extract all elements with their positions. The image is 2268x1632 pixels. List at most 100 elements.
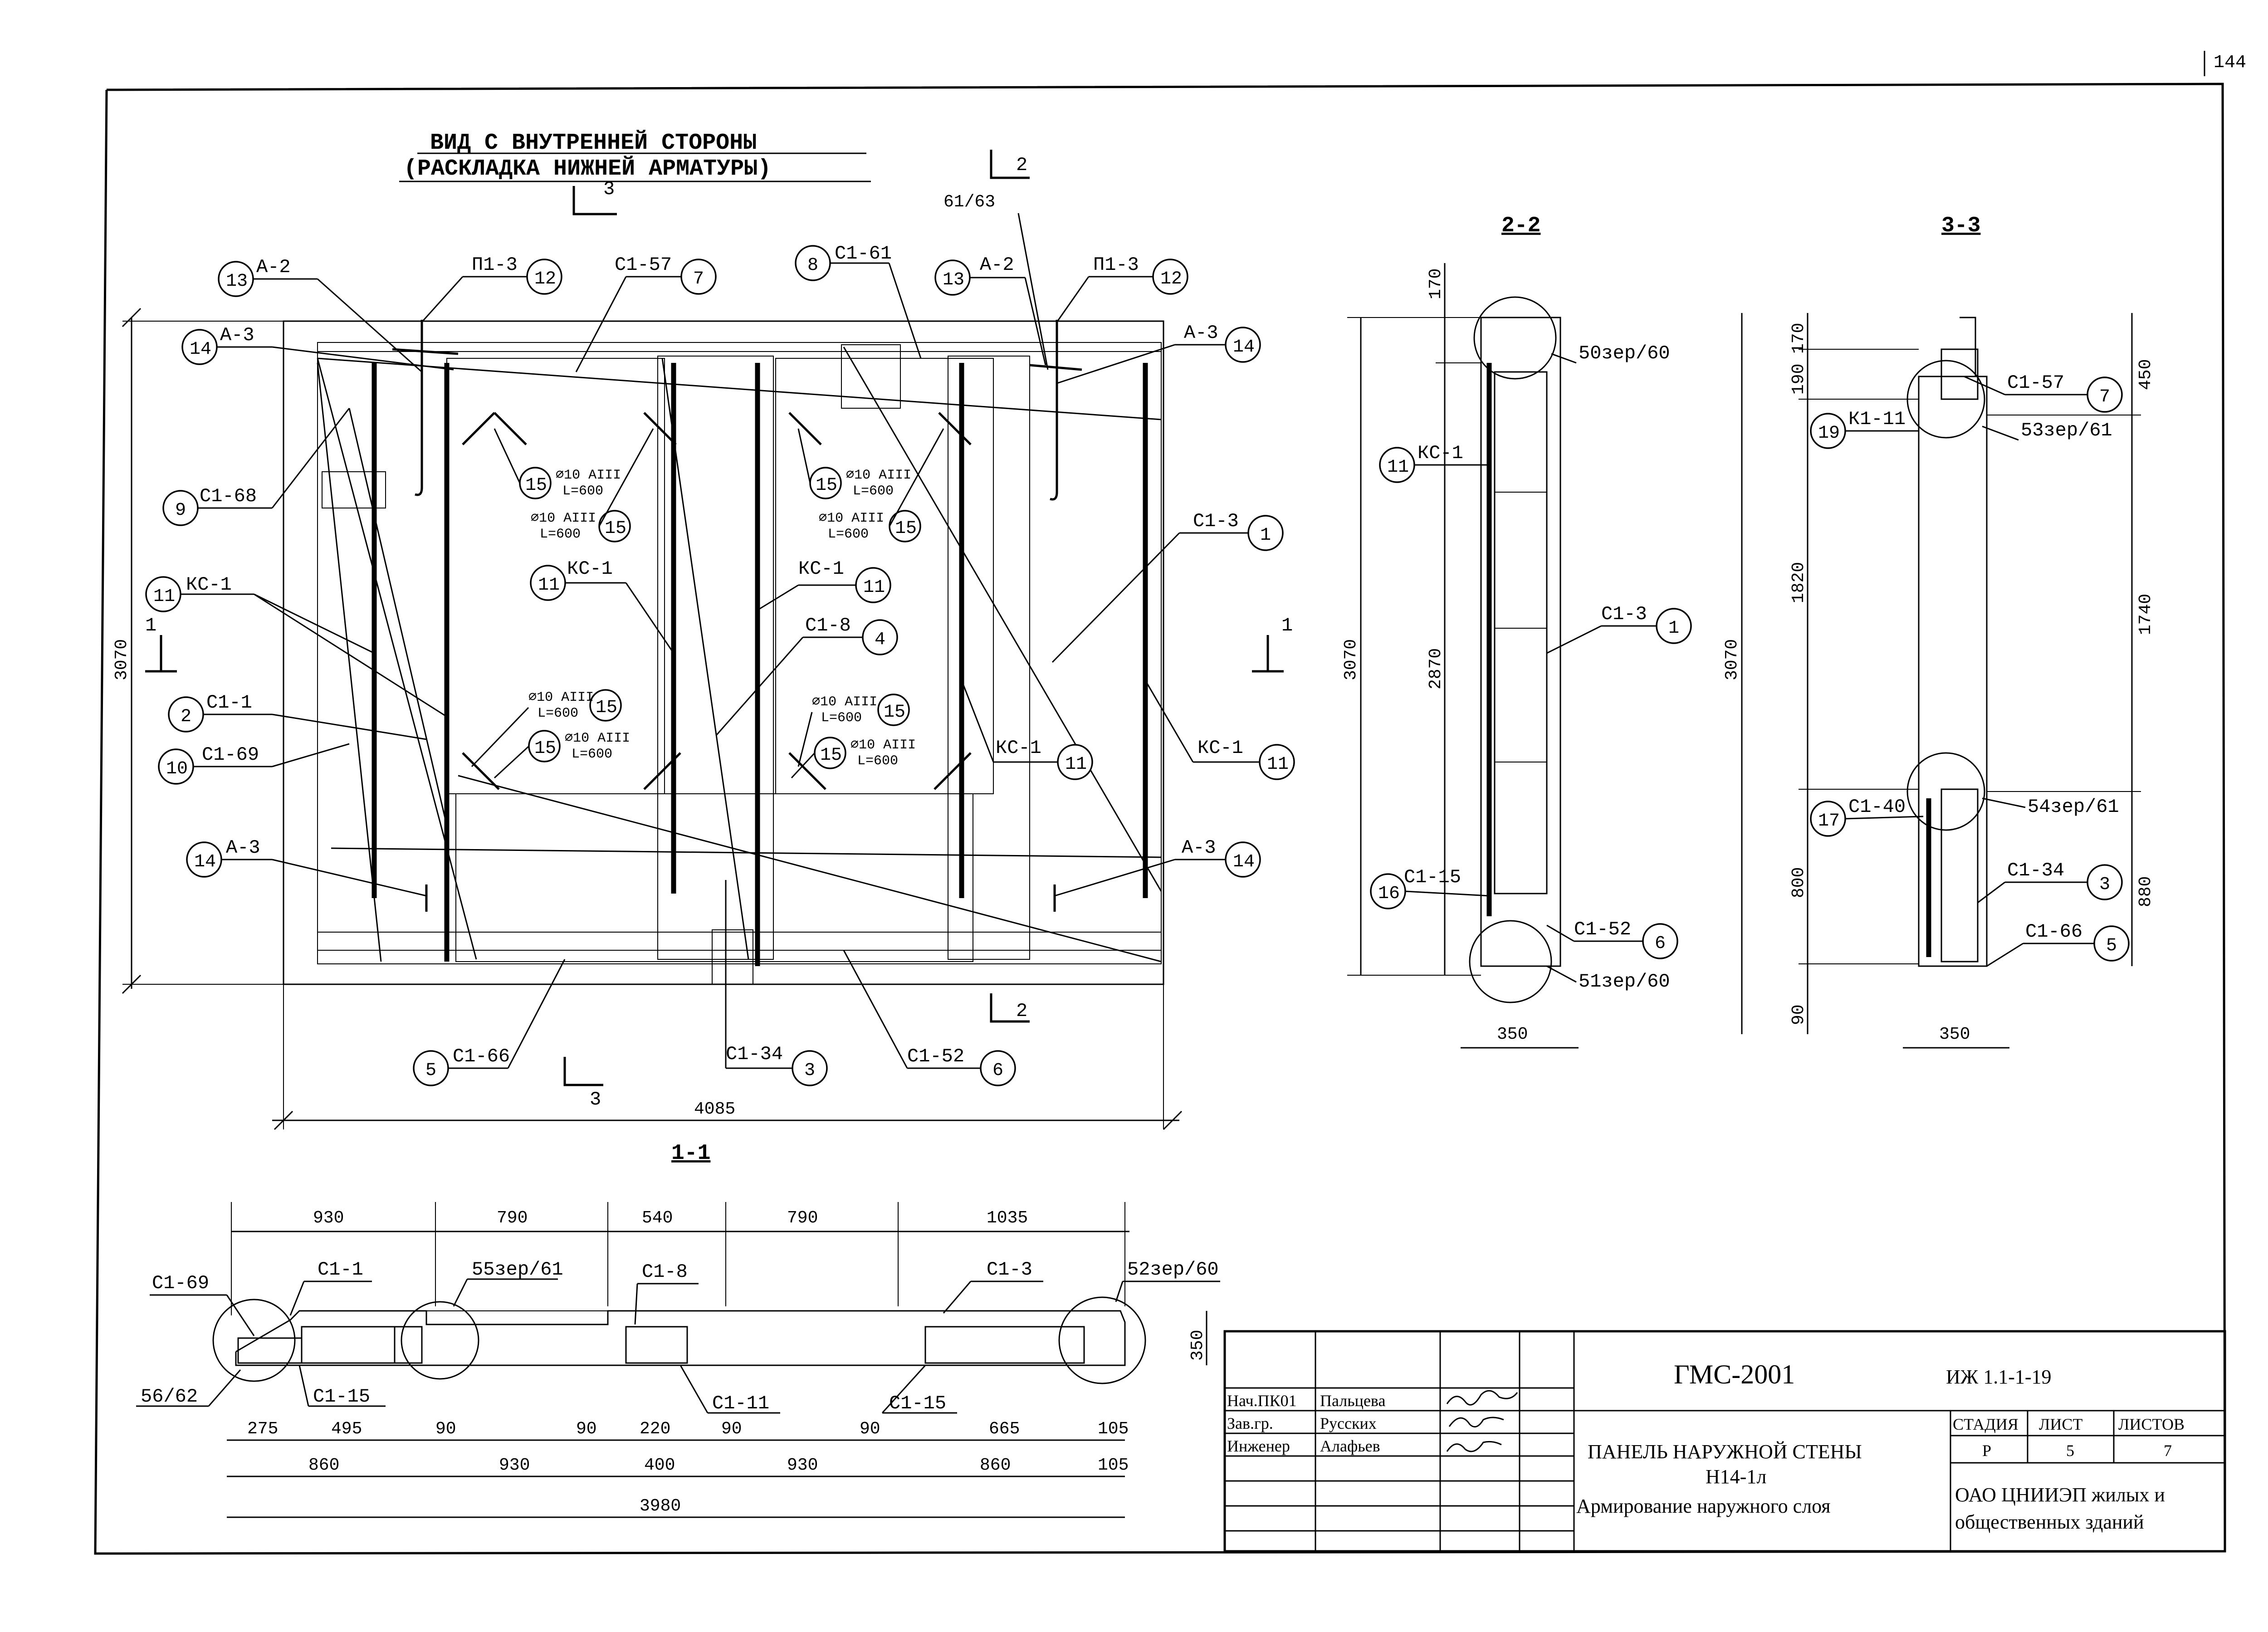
svg-text:С1-61: С1-61 [835,243,892,264]
section-3-3: 3-3 170 190 1820 800 90 3070 450 1740 88… [1722,214,2156,1049]
dim-3070: 3070 [1722,639,1742,680]
diagonal-wire [317,362,382,962]
label-c1-11: С1-11 [712,1393,769,1414]
callout-6-c1-52: 6 С1-52 [843,950,1016,1086]
corner-bar [462,752,500,790]
dim: 930 [313,1208,344,1228]
dim: 860 [980,1456,1011,1475]
svg-text:19: 19 [1818,423,1840,444]
svg-text:С1-57: С1-57 [615,254,672,276]
svg-text:С1-52: С1-52 [907,1046,964,1067]
label-c1-69: С1-69 [152,1272,209,1294]
pier-middle [657,356,774,960]
section-2-2: 2-2 170 2870 3070 350 50зер/60 51зер/60 … [1341,214,1692,1049]
org-line-1: ОАО ЦНИИЭП жилых и [1955,1484,2165,1506]
svg-text:3: 3 [2099,875,2110,895]
svg-text:L=600: L=600 [540,527,581,542]
page-number: 144 [2214,53,2246,73]
svg-text:15: 15 [820,745,842,766]
name-3: Алафьев [1320,1437,1380,1455]
svg-text:11: 11 [1267,754,1289,775]
dim-2870: 2870 [1426,648,1446,689]
node-54: 54зер/61 [2028,796,2119,818]
section-1-1-outline [235,1310,1126,1366]
bar-label-15: 15 ⌀10 АIII L=600 [819,428,944,542]
insul-gap [394,1326,423,1364]
leader [881,1364,926,1414]
callout-11-kc1-left: 11 КС-1 [145,574,447,718]
callout-3-c1-34: 3 С1-34 [725,880,828,1086]
callout-1-c1-3-sec22: 1 С1-3 [1546,603,1692,654]
doc-code: ГМС-2001 [1674,1359,1795,1389]
svg-text:КС-1: КС-1 [1418,442,1463,464]
svg-text:12: 12 [1160,269,1182,289]
svg-text:А-2: А-2 [256,256,291,278]
svg-text:14: 14 [1233,852,1255,872]
label-55: 55зер/61 [472,1259,563,1280]
svg-text:3: 3 [590,1089,601,1110]
callout-5-c1-66: 5 С1-66 [413,959,566,1086]
bar-label-15: 15 ⌀10 АIII L=600 [471,689,622,767]
section-1-1-title: 1-1 [671,1141,710,1166]
leader [943,1281,972,1314]
callout-4-c1-8: 4 С1-8 [716,615,898,735]
svg-text:15: 15 [816,475,837,496]
role-3: Инженер [1227,1437,1290,1455]
node-circle [1906,752,1985,831]
dim: 930 [499,1456,530,1475]
svg-text:2: 2 [1016,154,1027,176]
leader [679,1365,709,1413]
svg-text:11: 11 [538,575,560,596]
svg-text:14: 14 [1233,337,1255,357]
view-callouts: 13 А-2 12 П1-3 7 С1-57 8 С1-61 13 А-2 [145,243,1295,1086]
svg-text:13: 13 [226,271,248,292]
inner-view: ВИД С ВНУТРЕННЕЙ СТОРОНЫ (РАСКЛАДКА НИЖН… [112,130,1293,1130]
role-2: Зав.гр. [1227,1414,1273,1432]
dim: 90 [435,1419,456,1439]
dim-170: 170 [1789,323,1809,354]
dim: 105 [1098,1456,1129,1475]
svg-text:7: 7 [2099,387,2110,407]
leader [298,1365,309,1407]
svg-text:2: 2 [181,707,191,727]
bar-label-15: 15 ⌀10 АIII L=600 [797,694,910,767]
svg-text:15: 15 [534,738,556,759]
section-3-3-bottom-insul [1941,788,1979,963]
panel-title-1: ПАНЕЛЬ НАРУЖНОЙ СТЕНЫ [1588,1441,1862,1463]
callout-16-c1-15-sec22: 16 С1-15 [1370,866,1490,909]
svg-text:А-3: А-3 [1184,322,1218,344]
svg-text:1: 1 [1260,525,1271,546]
hook-p1-3-left [415,320,423,496]
cut-mark-3-top: 3 [572,178,617,215]
sheet-value: 5 [2066,1441,2074,1460]
node-50: 50зер/60 [1579,342,1670,364]
svg-text:3: 3 [804,1060,815,1081]
dim-height: 3070 [112,639,132,680]
svg-text:⌀10 АIII: ⌀10 АIII [850,738,916,753]
leader [289,1281,305,1316]
insul-left [237,1337,303,1364]
svg-text:6: 6 [1655,933,1666,954]
label-c1-1: С1-1 [318,1259,363,1280]
corner-bar [643,752,681,790]
dim: 930 [787,1456,818,1475]
stage-value: Р [1982,1441,1991,1460]
leader [1546,965,1577,983]
corner-bar [934,752,972,790]
leader [453,1279,468,1307]
diagonal-wire [317,357,1162,420]
svg-text:2: 2 [1016,1000,1027,1022]
svg-text:С1-15: С1-15 [1404,866,1461,888]
org-line-2: общественных зданий [1955,1511,2144,1533]
corner-bar [788,752,826,790]
callout-12-p1-3-right: 12 П1-3 [1056,254,1188,322]
svg-text:L=600: L=600 [562,484,603,499]
diagonal-wire [458,775,1162,963]
leader [1017,213,1049,370]
diagonal-wire [843,347,1162,892]
loop-a2-right [1029,364,1082,371]
label-c1-3: С1-3 [987,1259,1032,1280]
node-circle-bottom [1469,920,1552,1003]
svg-text:К1-11: К1-11 [1848,408,1906,430]
callout-3-c1-34-sec33: 3 С1-34 [1977,860,2123,904]
